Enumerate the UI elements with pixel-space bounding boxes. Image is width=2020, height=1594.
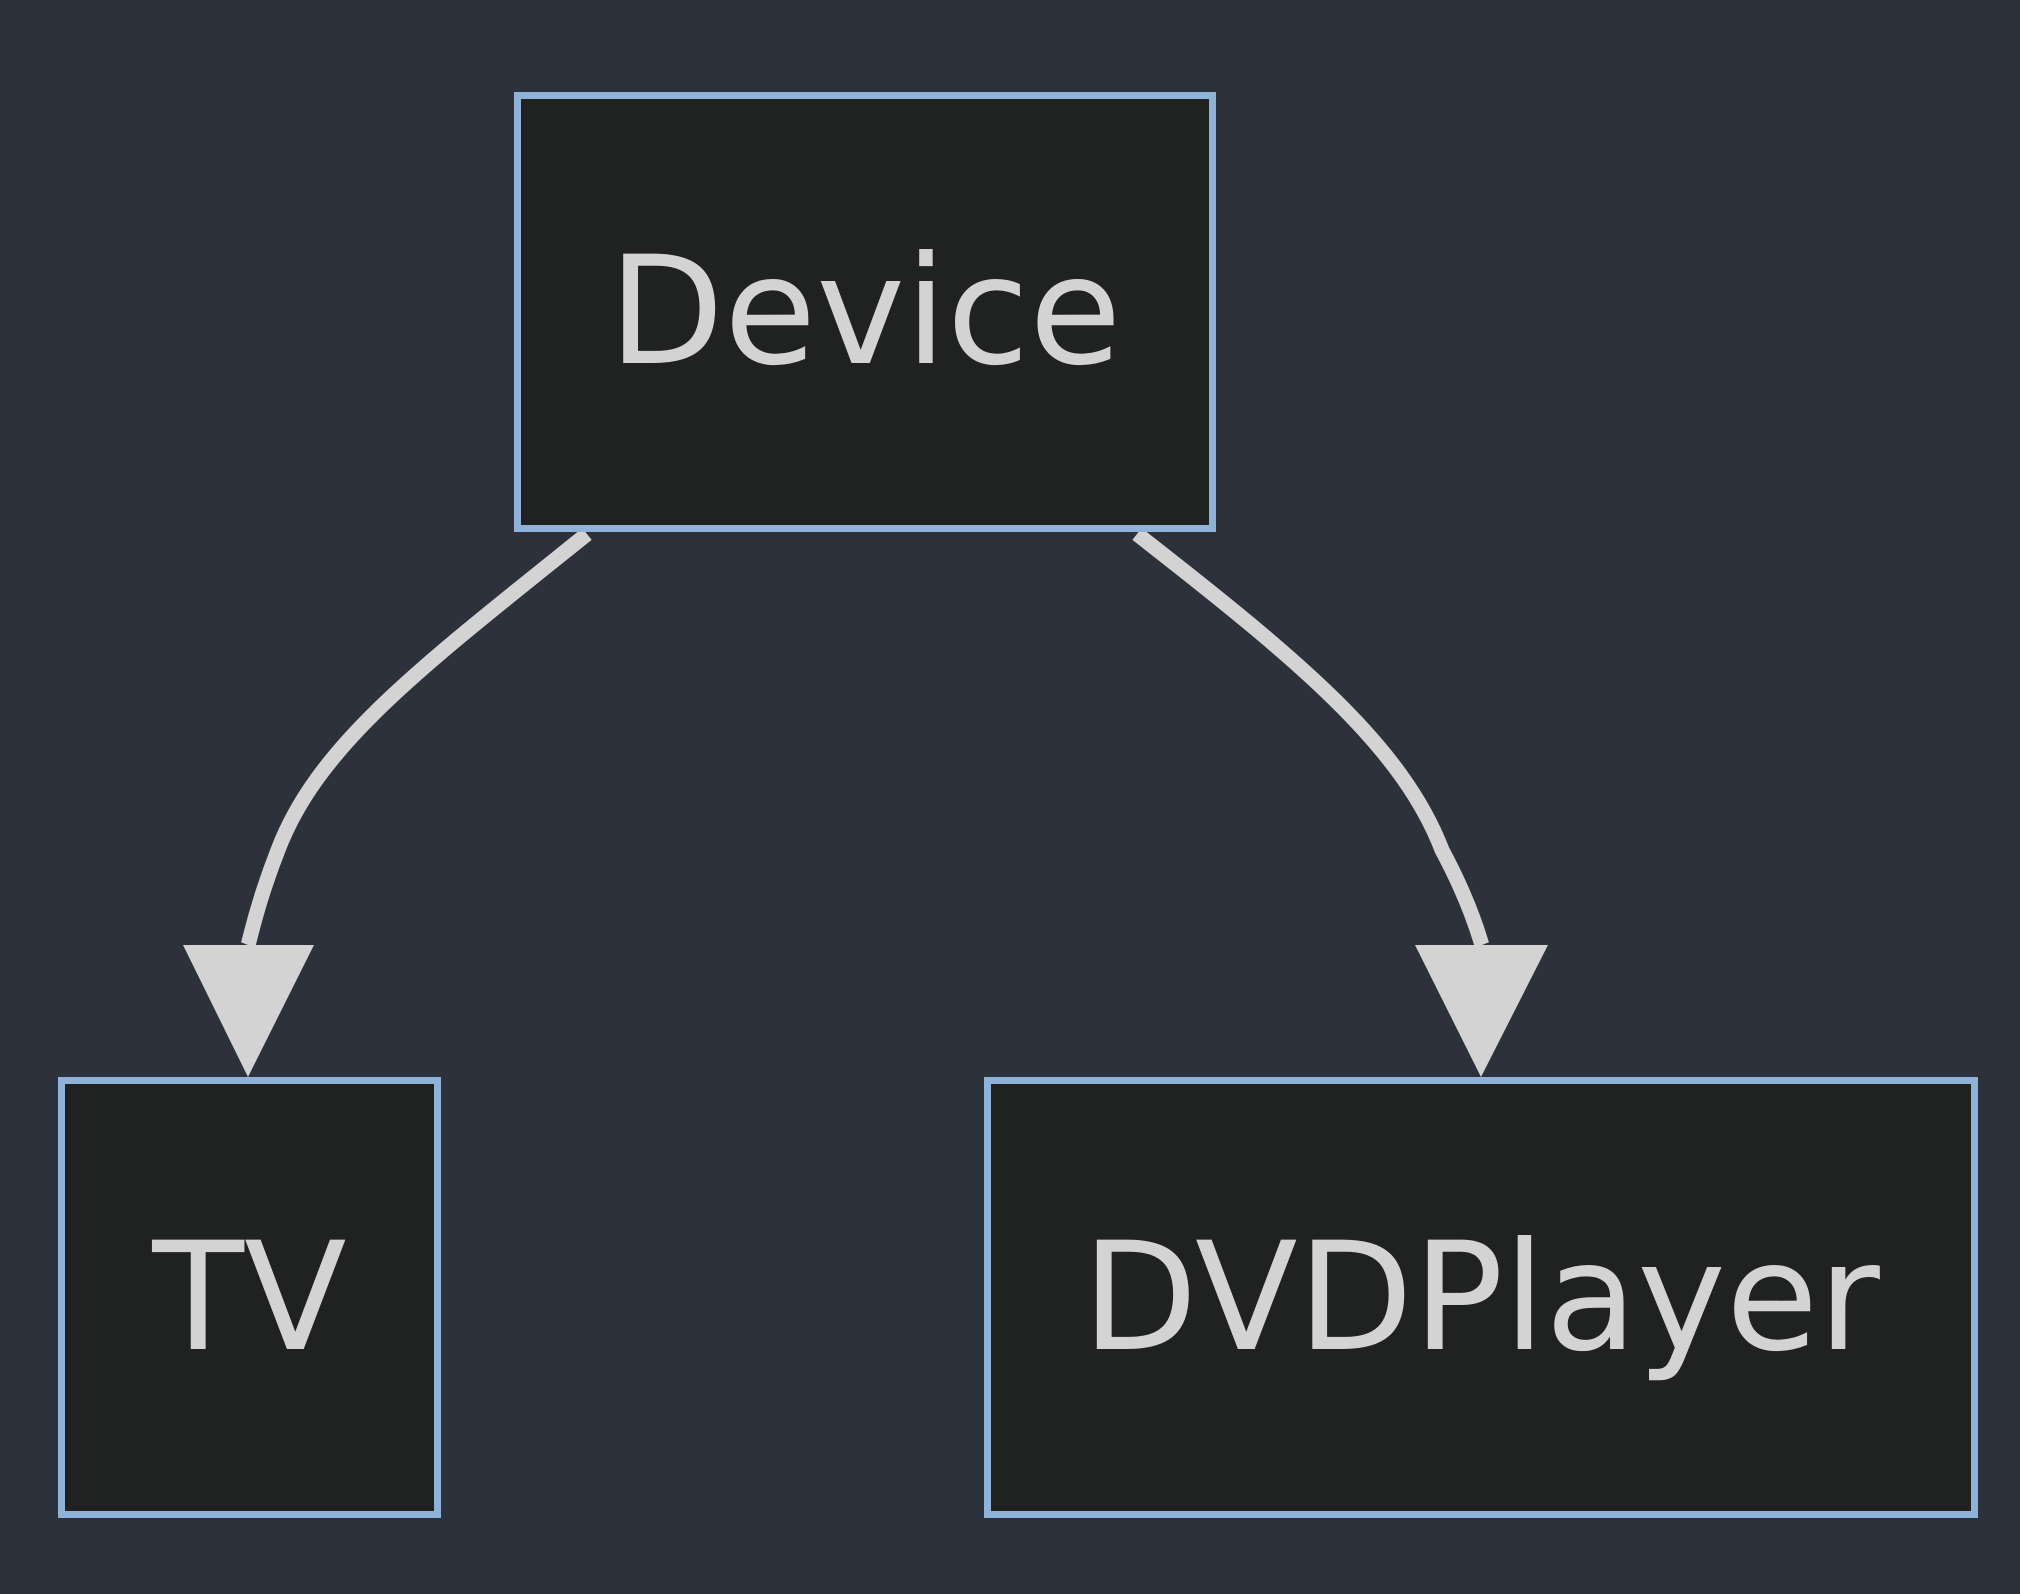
node-dvdplayer[interactable]: DVDPlayer	[984, 1077, 1978, 1518]
edge-device-to-tv	[240, 528, 592, 948]
edge-device-to-dvdplayer-arrowhead	[1415, 945, 1548, 1077]
node-tv-label: TV	[152, 1210, 347, 1385]
node-device[interactable]: Device	[514, 92, 1216, 532]
node-dvdplayer-label: DVDPlayer	[1082, 1210, 1880, 1385]
edge-device-to-tv-arrowhead	[183, 945, 314, 1077]
edge-device-to-dvdplayer	[1132, 528, 1490, 948]
node-device-label: Device	[608, 225, 1122, 399]
node-tv[interactable]: TV	[58, 1077, 441, 1518]
